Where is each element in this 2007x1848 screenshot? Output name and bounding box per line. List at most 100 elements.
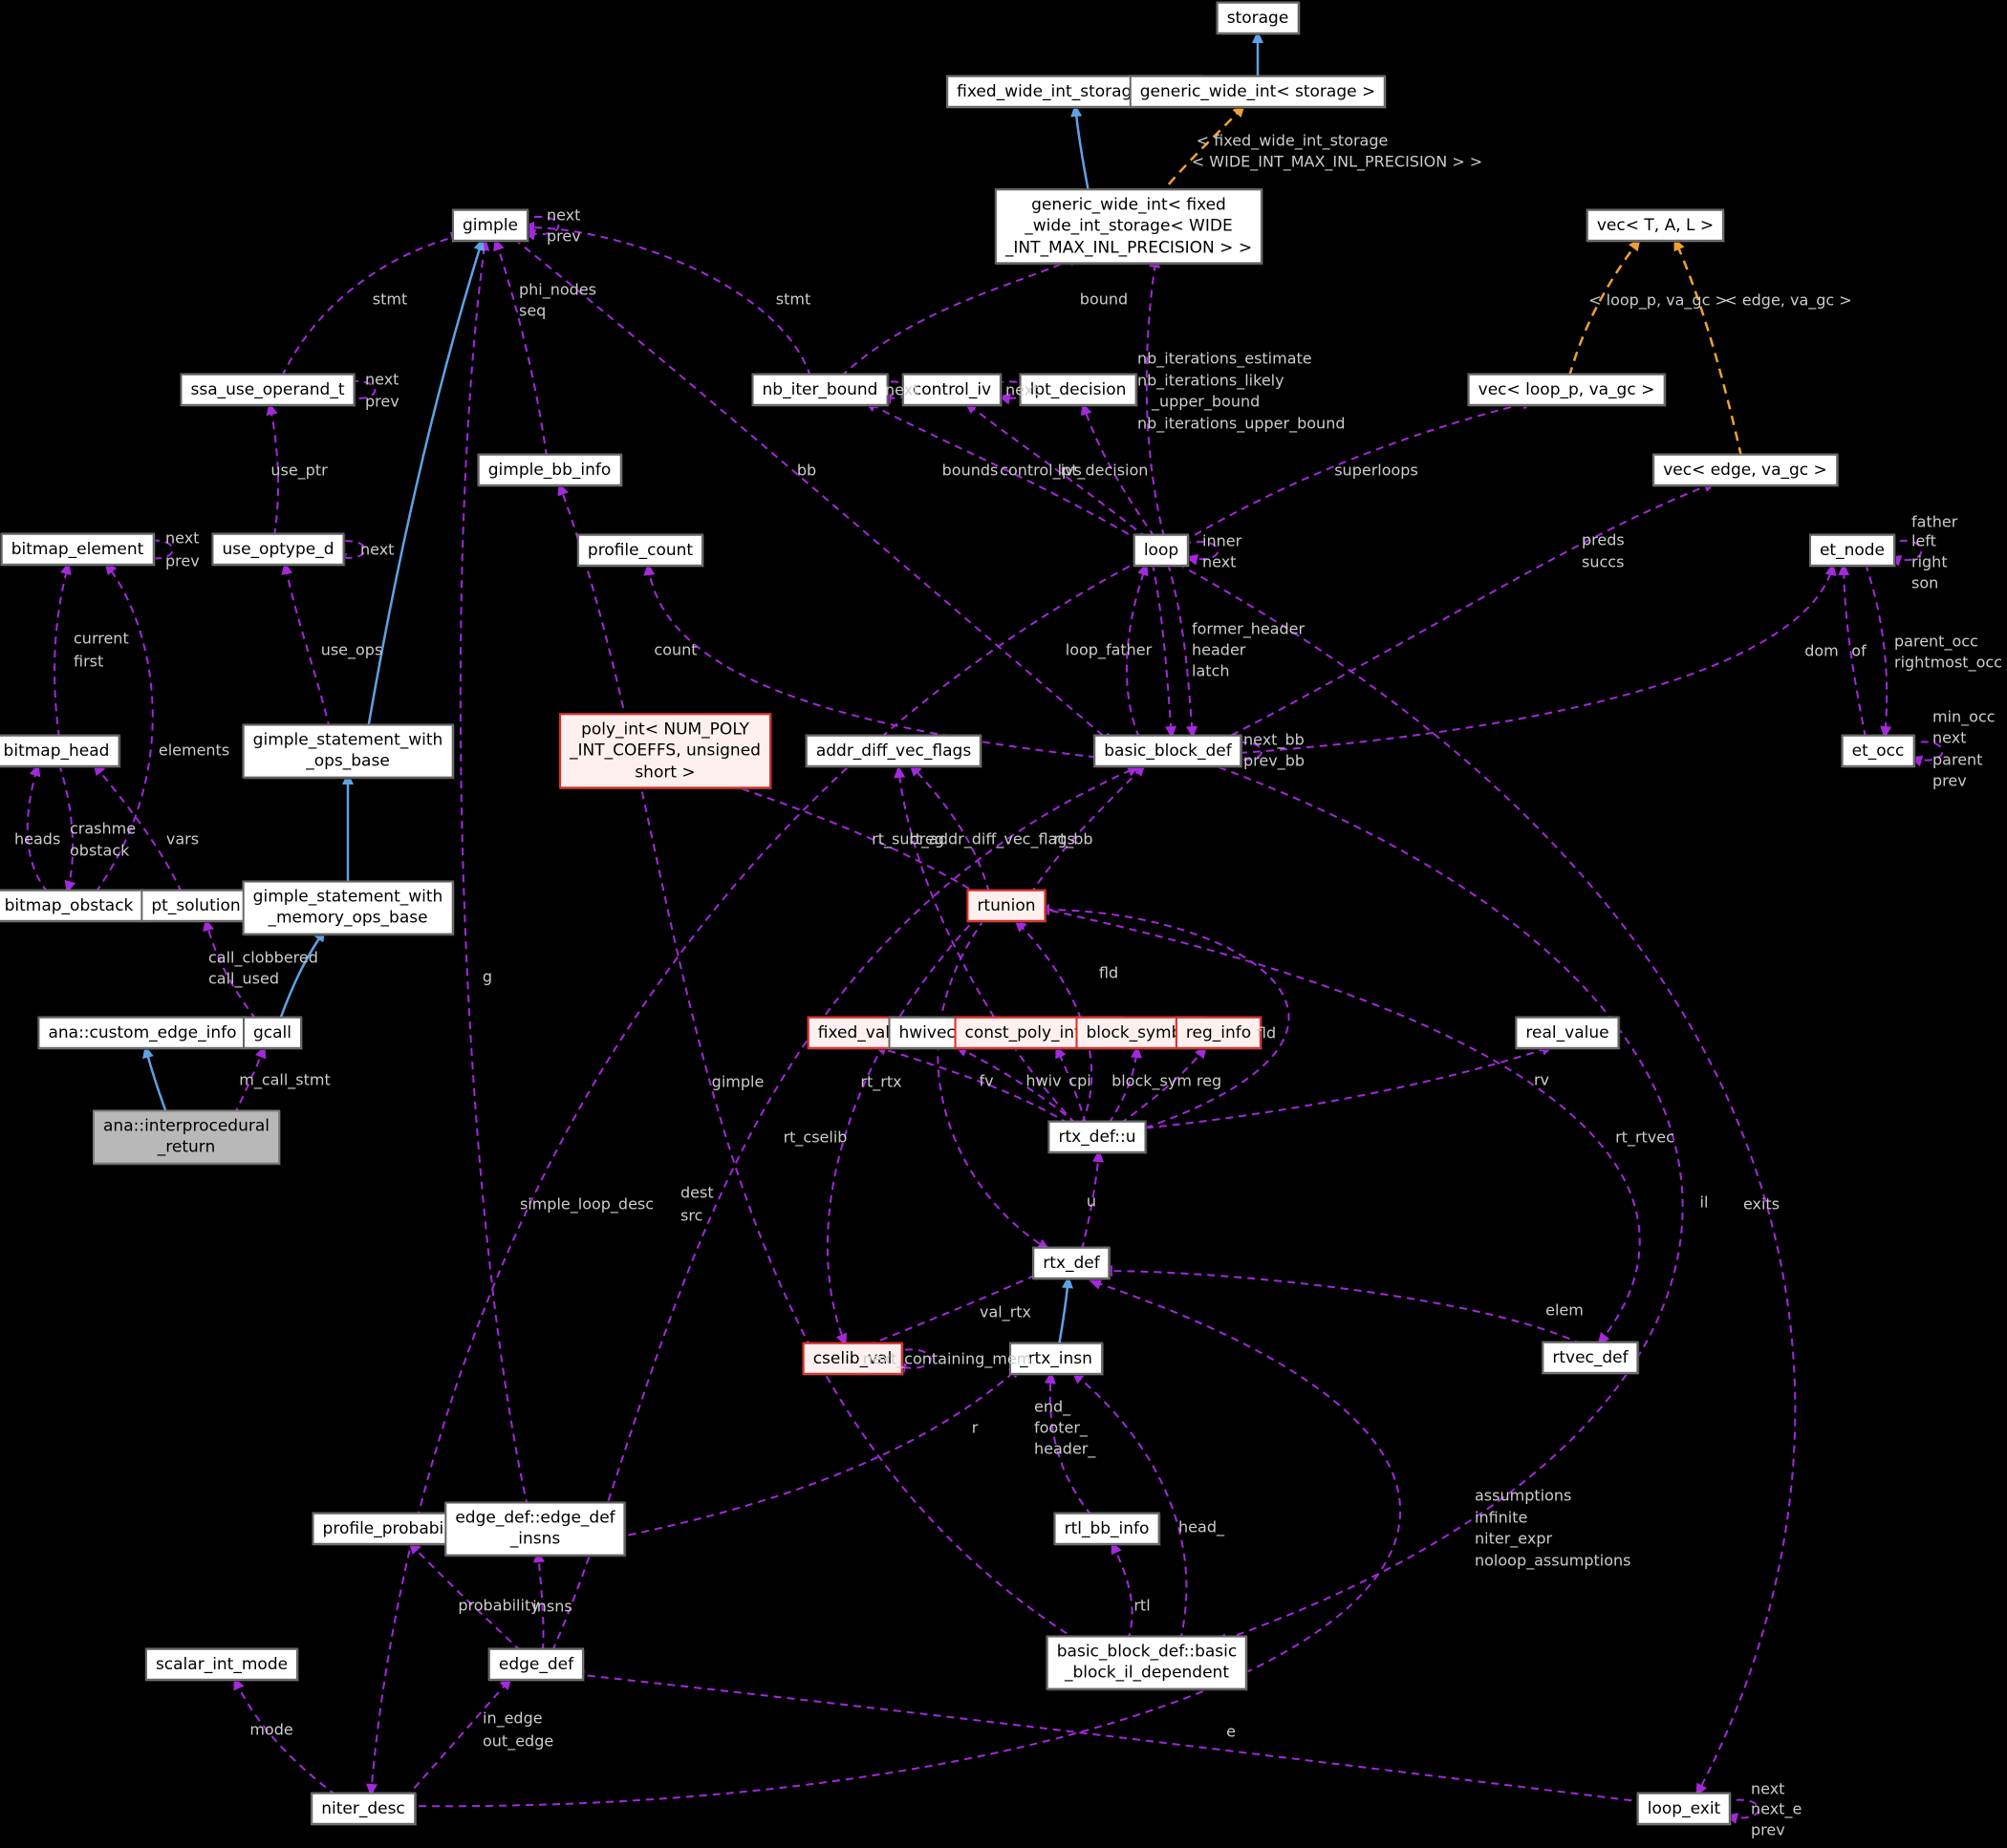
node-reg-info[interactable]: reg_info (1175, 1016, 1262, 1050)
edge-label: footer_ (1034, 1418, 1088, 1437)
node-generic-wide-int-fixed[interactable]: generic_wide_int< fixed _wide_int_storag… (994, 188, 1263, 265)
node-control-iv[interactable]: control_iv (901, 373, 1003, 407)
edge-label: head_ (1178, 1517, 1224, 1536)
edge-label: rt_bb (1053, 829, 1093, 849)
node-vec-loop-p[interactable]: vec< loop_p, va_gc > (1467, 373, 1666, 407)
edge-label: header_ (1034, 1439, 1096, 1458)
edge (493, 238, 548, 458)
node-storage[interactable]: storage (1216, 1, 1300, 35)
node-et-node[interactable]: et_node (1808, 533, 1896, 568)
node-rtunion[interactable]: rtunion (966, 889, 1047, 923)
edge-label: inner (1202, 531, 1242, 550)
node-niter-desc[interactable]: niter_desc (311, 1792, 416, 1826)
edge-label: count (654, 640, 698, 659)
node-gcall[interactable]: gcall (242, 1016, 303, 1050)
edge-label: rv (1533, 1070, 1550, 1089)
node-bitmap-element[interactable]: bitmap_element (0, 532, 155, 567)
edge-label: rt_rtvec (1615, 1128, 1674, 1147)
edge (1071, 1371, 1188, 1642)
node-lpt-decision[interactable]: lpt_decision (1019, 373, 1137, 407)
node-rtx-def[interactable]: rtx_def (1032, 1246, 1111, 1280)
node-bitmap-obstack[interactable]: bitmap_obstack (0, 889, 144, 923)
edge-label: simple_loop_desc (519, 1194, 655, 1214)
edge (1080, 402, 1155, 538)
node-profile-count[interactable]: profile_count (576, 533, 704, 568)
node-basic-block-def[interactable]: basic_block_def (1093, 734, 1242, 768)
edge (203, 918, 257, 1021)
edge-label: header (1192, 640, 1246, 659)
edge-label: probability (458, 1596, 540, 1615)
edge-label: first (74, 652, 104, 671)
edge-label: _upper_bound (1152, 392, 1261, 411)
edge (1157, 104, 1245, 198)
edge (1108, 1045, 1143, 1125)
node-gimple-statement-with-ops-base[interactable]: gimple_statement_with _ops_base (242, 723, 454, 779)
edge-label: il (1699, 1193, 1709, 1212)
edge-label: gimple (711, 1072, 765, 1091)
edge (404, 1279, 1401, 1808)
node-bitmap-head[interactable]: bitmap_head (0, 734, 120, 768)
node-nb-iter-bound[interactable]: nb_iter_bound (751, 373, 889, 407)
node-et-occ[interactable]: et_occ (1841, 734, 1915, 768)
node-ana-custom-edge-info[interactable]: ana::custom_edge_info (37, 1016, 248, 1050)
node-addr-diff-vec-flags[interactable]: addr_diff_vec_flags (805, 734, 982, 768)
edge-label: bound (1079, 290, 1129, 309)
edge-label: out_edge (483, 1731, 554, 1751)
node-generic-wide-int-storage[interactable]: generic_wide_int< storage > (1129, 75, 1387, 109)
edge-label: prev_bb (1243, 751, 1306, 770)
node-basic-block-il-dependent[interactable]: basic_block_def::basic _block_il_depende… (1046, 1635, 1248, 1690)
node-poly-int[interactable]: poly_int< NUM_POLY _INT_COEFFS, unsigned… (559, 713, 771, 789)
edge (1029, 763, 1146, 895)
edge-label: next_containing_mem (862, 1349, 1032, 1368)
edge (937, 918, 1050, 1251)
edge (1014, 919, 1093, 1125)
edge-label: e (1226, 1722, 1236, 1741)
edge-label: current (74, 629, 129, 648)
edge-label: call_clobbered (208, 948, 318, 967)
node-rtx-def-u[interactable]: rtx_def::u (1047, 1120, 1147, 1154)
node-gimple-bb-info[interactable]: gimple_bb_info (477, 453, 622, 487)
edge-label: val_rtx (979, 1302, 1032, 1322)
node-vec-edge[interactable]: vec< edge, va_gc > (1652, 453, 1838, 487)
edge-label: obstack (70, 841, 130, 860)
node-loop[interactable]: loop (1133, 533, 1190, 568)
edge-label: prev (365, 392, 399, 411)
node-vec-tal[interactable]: vec< T, A, L > (1586, 208, 1725, 243)
edge (894, 765, 1076, 1125)
node-ssa-use-operand-t[interactable]: ssa_use_operand_t (180, 373, 356, 407)
node-real-value[interactable]: real_value (1515, 1016, 1620, 1050)
node-pt-solution[interactable]: pt_solution (140, 889, 251, 923)
edge-label: former_header (1192, 619, 1306, 638)
edge (891, 1348, 932, 1374)
node-rtvec-def[interactable]: rtvec_def (1542, 1341, 1639, 1375)
edge (233, 1045, 267, 1116)
edge-label: prev (547, 226, 581, 246)
edge (1057, 1276, 1073, 1346)
edge-label: left (1911, 531, 1936, 550)
edge-label: end_ (1034, 1397, 1071, 1416)
node-ana-interprocedural-return[interactable]: ana::interprocedural _return (93, 1109, 280, 1165)
edge-label: min_occ (1932, 707, 1996, 726)
edge-label: crashme (70, 819, 137, 838)
node-use-optype-d[interactable]: use_optype_d (211, 532, 345, 567)
edge-label: next (165, 528, 200, 548)
node-gimple[interactable]: gimple (451, 208, 529, 243)
node-cselib-val[interactable]: cselib_val (802, 1342, 903, 1376)
node-edge-def-insns[interactable]: edge_def::edge_def _insns (444, 1501, 626, 1557)
node-loop-exit[interactable]: loop_exit (1636, 1792, 1732, 1826)
edge (1111, 1541, 1133, 1642)
edge-label: rt_addr_diff_vec_flags (909, 829, 1075, 849)
edge-label: lpt_decision (1057, 461, 1149, 480)
node-rtl-bb-info[interactable]: rtl_bb_info (1053, 1512, 1160, 1546)
node-rtx-insn[interactable]: _rtx_insn (1009, 1342, 1103, 1376)
node-scalar-int-mode[interactable]: scalar_int_mode (144, 1647, 299, 1682)
node-edge-def[interactable]: edge_def (487, 1647, 585, 1682)
edge (281, 231, 464, 377)
edge (840, 255, 1081, 377)
edge (1672, 238, 1743, 458)
edge (1070, 104, 1091, 198)
edge-label: right (1911, 552, 1948, 571)
node-gimple-statement-with-memory-ops-base[interactable]: gimple_statement_with _memory_ops_base (242, 880, 454, 935)
edge-label: prev (1932, 771, 1967, 790)
edge-label: parent_occ (1894, 632, 1978, 651)
